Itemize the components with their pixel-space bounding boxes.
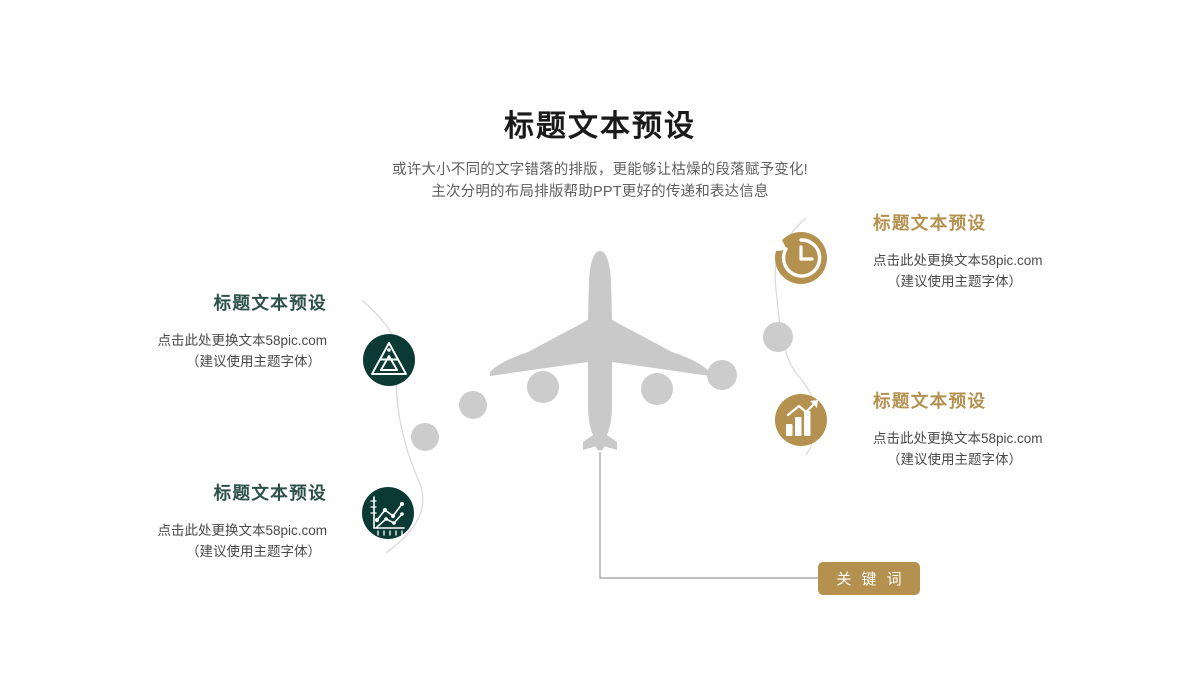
- route-dot: [707, 360, 737, 390]
- keyword-leader-line: [599, 452, 818, 579]
- info-block-body-line-1: 点击此处更换文本58pic.com: [873, 430, 1043, 446]
- bar-chart-growth-icon[interactable]: [775, 394, 827, 446]
- subtitle-line-1: 或许大小不同的文字错落的排版，更能够让枯燥的段落赋予变化!: [392, 161, 808, 178]
- info-block-title: 标题文本预设: [873, 213, 987, 233]
- keyword-badge[interactable]: 关 键 词: [818, 562, 920, 595]
- info-block-body-line-2: （建议使用主题字体）: [887, 451, 1022, 467]
- info-block-left-top: 标题文本预设 点击此处更换文本58pic.com （建议使用主题字体）: [157, 292, 327, 373]
- info-block-body: 点击此处更换文本58pic.com （建议使用主题字体）: [157, 521, 327, 563]
- info-block-body-line-2: （建议使用主题字体）: [887, 273, 1022, 289]
- page-title: 标题文本预设: [504, 110, 696, 143]
- info-block-body: 点击此处更换文本58pic.com （建议使用主题字体）: [157, 331, 327, 373]
- info-block-left-bottom: 标题文本预设 点击此处更换文本58pic.com （建议使用主题字体）: [157, 482, 327, 563]
- info-block-title: 标题文本预设: [213, 293, 327, 313]
- info-block-title: 标题文本预设: [873, 391, 987, 411]
- subtitle: 或许大小不同的文字错落的排版，更能够让枯燥的段落赋予变化! 主次分明的布局排版帮…: [0, 159, 1200, 204]
- route-dot: [641, 373, 673, 405]
- clock-history-icon[interactable]: [775, 232, 827, 284]
- info-block-title: 标题文本预设: [213, 483, 327, 503]
- line-chart-icon[interactable]: [362, 487, 414, 539]
- info-block-body-line-2: （建议使用主题字体）: [186, 543, 321, 559]
- info-block-right-top: 标题文本预设 点击此处更换文本58pic.com （建议使用主题字体）: [873, 212, 1043, 293]
- info-block-body: 点击此处更换文本58pic.com （建议使用主题字体）: [873, 251, 1043, 293]
- info-block-body-line-1: 点击此处更换文本58pic.com: [157, 522, 327, 538]
- keyword-label: 关 键 词: [836, 571, 905, 588]
- subtitle-line-2: 主次分明的布局排版帮助PPT更好的传递和表达信息: [431, 183, 769, 200]
- info-block-body-line-1: 点击此处更换文本58pic.com: [157, 332, 327, 348]
- route-dot: [459, 391, 487, 419]
- pyramid-triangle-icon[interactable]: [363, 334, 415, 386]
- slide-header: 标题文本预设 或许大小不同的文字错落的排版，更能够让枯燥的段落赋予变化! 主次分…: [0, 108, 1200, 203]
- info-block-body: 点击此处更换文本58pic.com （建议使用主题字体）: [873, 429, 1043, 471]
- info-block-body-line-2: （建议使用主题字体）: [186, 353, 321, 369]
- airplane-top-view-icon: [490, 251, 710, 451]
- route-dot: [527, 371, 559, 403]
- info-block-body-line-1: 点击此处更换文本58pic.com: [873, 252, 1043, 268]
- route-dot: [763, 322, 793, 352]
- route-dot: [411, 423, 439, 451]
- info-block-right-bottom: 标题文本预设 点击此处更换文本58pic.com （建议使用主题字体）: [873, 390, 1043, 471]
